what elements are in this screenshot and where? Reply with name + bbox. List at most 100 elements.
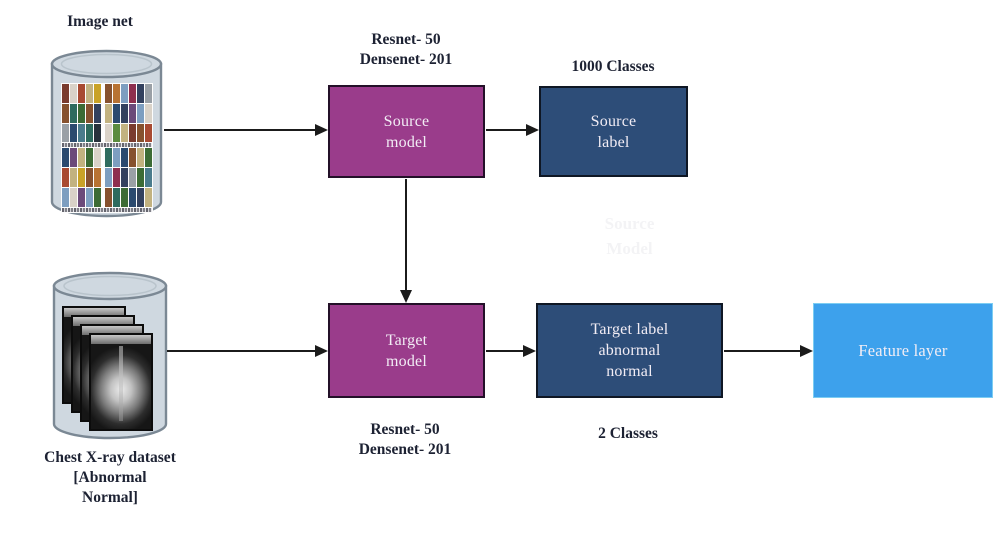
- collage-photo-tile: [70, 123, 77, 143]
- imagenet-photo-collage: [61, 83, 153, 213]
- collage-photo-tile: [145, 103, 152, 123]
- target-architecture-line1: Resnet- 50: [370, 421, 440, 438]
- collage-photo-tile: [62, 168, 69, 188]
- source-architecture-line2: Densenet- 201: [359, 51, 453, 68]
- collage-photo-tile: [62, 84, 69, 103]
- collage-photo-tile: [145, 188, 152, 207]
- collage-photo-tile: [105, 168, 112, 188]
- collage-photo-tile: [137, 188, 144, 207]
- imagenet-database-cylinder: [50, 48, 163, 219]
- arrow-line: [167, 350, 317, 353]
- arrowhead-right-icon: [315, 345, 328, 357]
- collage-row: [62, 123, 152, 143]
- collage-row: [62, 188, 152, 207]
- arrow-line: [164, 129, 317, 132]
- target-classes-label: 2 Classes: [598, 425, 658, 442]
- source-model-box-line1: Source: [383, 112, 430, 130]
- target-architecture-label: Resnet- 50 Densenet- 201: [320, 420, 490, 460]
- collage-photo-tile: [105, 148, 112, 168]
- source-model-box-line2: model: [386, 133, 427, 151]
- collage-photo-tile: [70, 84, 77, 103]
- collage-photo-tile: [121, 188, 128, 207]
- collage-photo-tile: [86, 148, 93, 168]
- collage-photo-tile: [78, 148, 85, 168]
- collage-photo-tile: [129, 103, 136, 123]
- collage-photo-tile: [113, 123, 120, 143]
- target-label-box: Target label abnormal normal: [536, 303, 723, 398]
- source-classes-label: 1000 Classes: [571, 58, 655, 75]
- collage-photo-tile: [105, 188, 112, 207]
- source-label-box: Source label: [539, 86, 688, 177]
- collage-photo-tile: [145, 168, 152, 188]
- source-architecture-label: Resnet- 50 Densenet- 201: [321, 30, 491, 70]
- collage-photo-tile: [121, 103, 128, 123]
- collage-photo-tile: [129, 188, 136, 207]
- source-model-box: Source model: [328, 85, 485, 178]
- collage-photo-tile: [145, 148, 152, 168]
- collage-photo-tile: [70, 168, 77, 188]
- collage-photo-tile: [121, 123, 128, 143]
- target-label-box-line1: Target label: [590, 321, 669, 338]
- arrow-line: [405, 179, 408, 292]
- collage-photo-tile: [121, 84, 128, 103]
- collage-photo-tile: [62, 148, 69, 168]
- collage-photo-tile: [137, 123, 144, 143]
- target-model-box-line1: Target: [385, 331, 428, 349]
- collage-row: [62, 148, 152, 168]
- target-label-box-line3: normal: [606, 363, 653, 380]
- collage-photo-tile: [94, 168, 101, 188]
- collage-photo-tile: [129, 123, 136, 143]
- feature-layer-box-label: Feature layer: [858, 341, 948, 360]
- collage-photo-tile: [94, 84, 101, 103]
- source-label-box-line2: label: [597, 133, 630, 151]
- collage-photo-tile: [113, 188, 120, 207]
- collage-photo-tile: [86, 84, 93, 103]
- collage-photo-tile: [94, 148, 101, 168]
- collage-photo-tile: [70, 188, 77, 207]
- collage-photo-tile: [129, 168, 136, 188]
- arrowhead-right-icon: [523, 345, 536, 357]
- chest-xray-image: [89, 333, 153, 431]
- collage-photo-tile: [62, 123, 69, 143]
- chest-xray-image-stack: [62, 306, 162, 436]
- collage-photo-tile: [113, 84, 120, 103]
- collage-photo-tile: [105, 84, 112, 103]
- source-label-box-line1: Source: [590, 112, 637, 130]
- collage-row: [62, 168, 152, 188]
- collage-photo-tile: [121, 168, 128, 188]
- collage-photo-tile: [70, 148, 77, 168]
- collage-tiny-caption-text: [62, 143, 152, 148]
- collage-photo-tile: [145, 84, 152, 103]
- chest-xray-caption-line3: Normal]: [82, 489, 138, 506]
- target-architecture-line2: Densenet- 201: [358, 441, 452, 458]
- imagenet-title: Image net: [67, 13, 133, 30]
- arrow-line: [486, 129, 528, 132]
- collage-photo-tile: [78, 168, 85, 188]
- collage-photo-tile: [129, 148, 136, 168]
- chest-xray-caption: Chest X-ray dataset [Abnormal Normal]: [10, 448, 210, 508]
- collage-photo-tile: [86, 168, 93, 188]
- arrow-line: [486, 350, 524, 353]
- collage-photo-tile: [121, 148, 128, 168]
- collage-photo-tile: [62, 188, 69, 207]
- collage-photo-tile: [94, 188, 101, 207]
- collage-photo-tile: [113, 168, 120, 188]
- target-label-box-line2: abnormal: [598, 342, 661, 359]
- collage-photo-tile: [86, 103, 93, 123]
- collage-photo-tile: [86, 188, 93, 207]
- collage-row: [62, 84, 152, 103]
- ghost-watermark-line1: Source: [604, 214, 655, 233]
- collage-photo-tile: [129, 84, 136, 103]
- target-model-box: Target model: [328, 303, 485, 398]
- collage-photo-tile: [105, 123, 112, 143]
- collage-photo-tile: [78, 188, 85, 207]
- collage-photo-tile: [137, 148, 144, 168]
- collage-photo-tile: [86, 123, 93, 143]
- collage-photo-tile: [78, 123, 85, 143]
- arrowhead-down-icon: [400, 290, 412, 303]
- collage-photo-tile: [137, 84, 144, 103]
- collage-row: [62, 103, 152, 123]
- collage-photo-tile: [78, 84, 85, 103]
- source-architecture-line1: Resnet- 50: [371, 31, 441, 48]
